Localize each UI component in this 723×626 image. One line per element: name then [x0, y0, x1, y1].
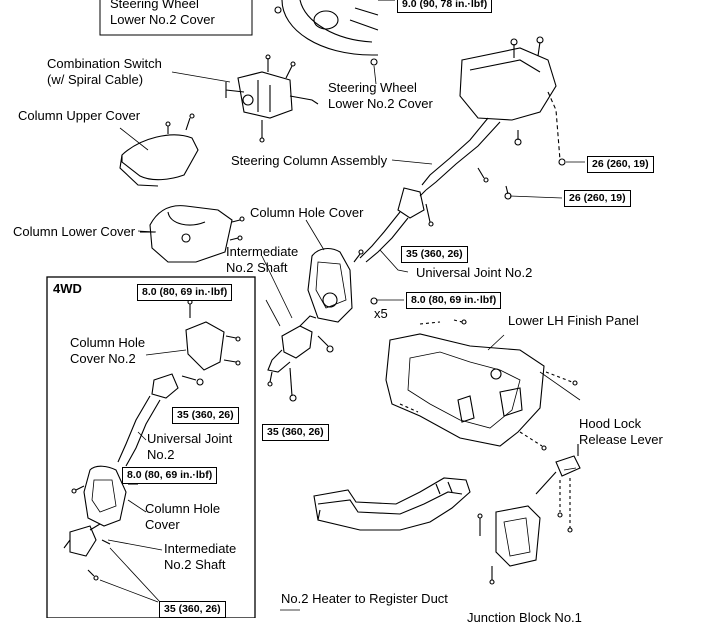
torque-spec-column-1: 26 (260, 19) [587, 156, 654, 173]
torque-spec-fwd-1: 8.0 (80, 69 in.·lbf) [137, 284, 233, 301]
fwd-title: 4WD [53, 281, 82, 296]
column-upper-cover [119, 113, 199, 187]
label-fwd-column-hole-cover-2: Column Hole Cover No.2 [70, 335, 146, 366]
universal-joint [359, 187, 434, 273]
label-lower-lh-finish-panel: Lower LH Finish Panel [508, 313, 639, 328]
column-hole-cover [307, 247, 404, 323]
label-column-lower-cover: Column Lower Cover [13, 224, 136, 239]
label-steering-wheel-cover-top: Steering Wheel Lower No.2 Cover [110, 0, 215, 27]
torque-spec-fwd-2: 35 (360, 26) [172, 407, 239, 424]
label-combination-switch: Combination Switch (w/ Spiral Cable) [47, 56, 162, 87]
label-heater-duct: No.2 Heater to Register Duct [281, 591, 448, 606]
label-fwd-universal-joint: Universal Joint No.2 [147, 431, 233, 462]
torque-spec-column-2: 26 (260, 19) [564, 190, 631, 207]
torque-spec-fwd-4: 35 (360, 26) [159, 601, 226, 618]
junction-block [477, 505, 541, 585]
torque-spec-hole-cover: 8.0 (80, 69 in.·lbf) [406, 292, 502, 309]
steering-column-assembly [419, 36, 585, 200]
leader-lines [107, 65, 581, 611]
column-lower-cover [140, 205, 245, 263]
label-x5: x5 [374, 306, 388, 321]
torque-spec-universal-joint: 35 (360, 26) [401, 246, 468, 263]
label-fwd-column-hole-cover: Column Hole Cover [145, 501, 221, 532]
hood-lock-lever [535, 444, 581, 533]
label-junction-block: Junction Block No.1 [467, 610, 582, 625]
label-hood-lock-release-lever: Hood Lock Release Lever [579, 416, 663, 447]
intermediate-shaft [265, 299, 334, 402]
torque-spec-fwd-3: 8.0 (80, 69 in.·lbf) [122, 467, 218, 484]
fwd-inset-frame [46, 276, 256, 618]
label-column-upper-cover: Column Upper Cover [18, 108, 141, 123]
label-column-hole-cover: Column Hole Cover [250, 205, 364, 220]
torque-spec-shaft: 35 (360, 26) [262, 424, 329, 441]
heater-duct [313, 477, 471, 531]
lower-lh-finish-panel [385, 319, 578, 451]
torque-spec-top: 9.0 (90, 78 in.·lbf) [397, 0, 493, 13]
label-steering-wheel-cover: Steering Wheel Lower No.2 Cover [328, 80, 433, 111]
fwd-parts [63, 299, 241, 603]
label-steering-column-assembly: Steering Column Assembly [231, 153, 388, 168]
label-universal-joint: Universal Joint No.2 [416, 265, 533, 280]
steering-wheel [274, 0, 395, 66]
label-intermediate-shaft: Intermediate No.2 Shaft [226, 244, 299, 275]
label-fwd-intermediate-shaft: Intermediate No.2 Shaft [164, 541, 237, 572]
combination-switch [225, 54, 319, 143]
